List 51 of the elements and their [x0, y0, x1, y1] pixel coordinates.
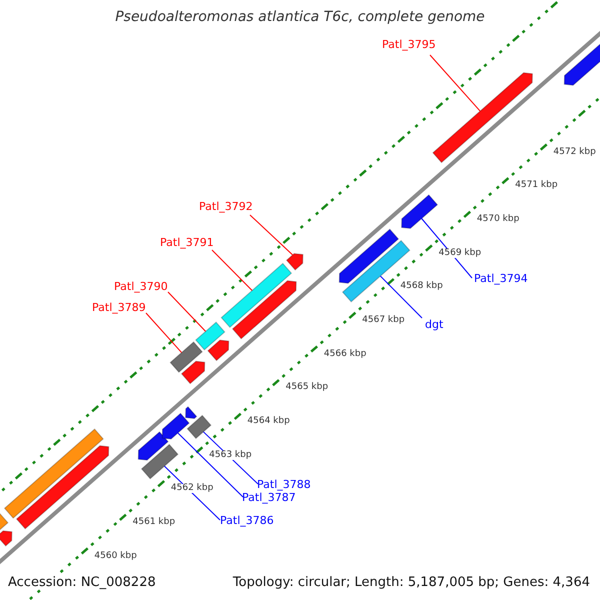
genome-summary: Topology: circular; Length: 5,187,005 bp; Genes: 4,364: [232, 576, 590, 589]
tick-label: 4565 kbp: [286, 383, 328, 392]
gene-label: Patl_3790: [114, 281, 168, 292]
gene-feature: [140, 444, 179, 480]
gene-feature: [0, 530, 12, 547]
leader-line: [250, 214, 294, 256]
gene-feature: [185, 406, 198, 420]
leader-line: [168, 292, 206, 332]
leader-line: [212, 250, 253, 291]
gene-label: Patl_3787: [242, 492, 296, 503]
accession-text: Accession: NC_008228: [8, 576, 156, 589]
gene-label: dgt: [425, 319, 444, 330]
gene-feature: [138, 431, 169, 461]
tick-label: 4567 kbp: [362, 316, 405, 326]
tick-label: 4571 kbp: [515, 181, 558, 190]
gene-feature: [220, 262, 292, 328]
tick-label: 4562 kbp: [170, 484, 214, 494]
gene-feature: [170, 341, 203, 373]
gene-label: Patl_3791: [160, 237, 214, 248]
gene-label: Patl_3794: [474, 273, 528, 284]
tick-label: 4570 kbp: [476, 215, 520, 224]
title: Pseudoalteromonas atlantica T6c, complete genome: [114, 10, 486, 24]
tick-label: 4568 kbp: [400, 282, 443, 292]
gene-feature: [338, 228, 400, 284]
leader-line: [177, 432, 244, 498]
gene-feature: [232, 280, 297, 340]
gene-feature: [4, 428, 104, 519]
gene-feature: [16, 445, 110, 530]
tick-label: 4563 kbp: [209, 450, 252, 460]
tick-label: 4572 kbp: [553, 148, 596, 157]
gene-feature: [180, 360, 206, 384]
gene-label: Patl_3795: [382, 39, 436, 50]
tick-label: 4569 kbp: [438, 248, 482, 258]
gene-label: Patl_3786: [220, 515, 274, 526]
gene-feature: [195, 322, 226, 350]
leader-line: [380, 276, 422, 318]
tick-label: 4566 kbp: [324, 350, 366, 359]
leader-line: [146, 312, 182, 354]
tick-label: 4561 kbp: [132, 518, 176, 527]
gene-feature: [207, 340, 230, 362]
leader-line: [430, 54, 481, 112]
gene-feature: [286, 253, 304, 271]
gene-feature: [162, 412, 190, 440]
tick-label: 4560 kbp: [94, 552, 137, 561]
tick-label: 4564 kbp: [247, 417, 290, 426]
gene-feature: [401, 194, 438, 229]
gene-label: Patl_3789: [92, 302, 146, 313]
gene-label: Patl_3792: [199, 201, 253, 212]
gene-feature: [432, 72, 533, 164]
gene-label: Patl_3788: [257, 479, 311, 490]
gene-feature: [186, 414, 212, 440]
